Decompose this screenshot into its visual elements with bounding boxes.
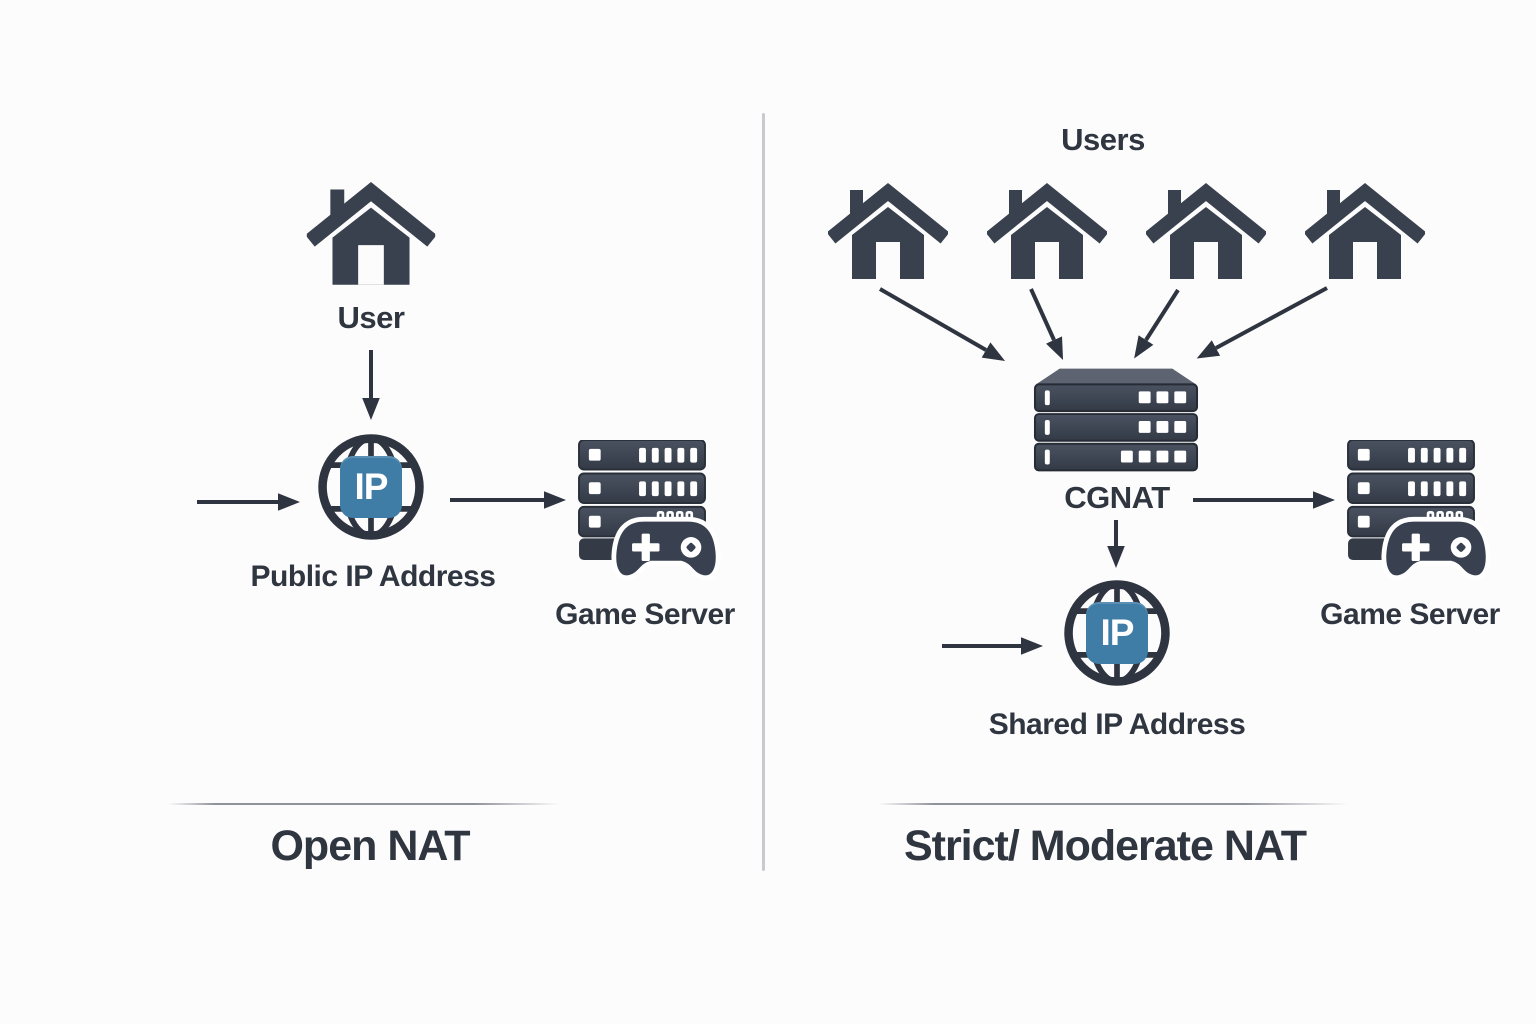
house-icon — [306, 182, 436, 289]
open-nat-title: Open NAT — [270, 822, 470, 870]
game-server-label-right: Game Server — [1320, 598, 1500, 631]
panel-divider — [762, 113, 765, 871]
house-icon — [987, 183, 1107, 283]
strict-moderate-nat-title: Strict/ Moderate NAT — [903, 822, 1307, 870]
cgnat-server-stack-icon — [1032, 366, 1200, 474]
game-server-label-left: Game Server — [555, 598, 735, 631]
ip-badge: IP — [1086, 602, 1148, 664]
left-section-rule — [168, 803, 560, 805]
ip-badge: IP — [340, 456, 402, 518]
public-ip-label: Public IP Address — [250, 560, 496, 593]
arrow-house2-to-cgnat — [1029, 288, 1064, 361]
ip-badge-text: IP — [1100, 612, 1135, 653]
users-header: Users — [1061, 122, 1145, 157]
right-section-rule — [878, 803, 1348, 805]
house-icon — [1146, 183, 1266, 283]
user-label: User — [337, 300, 405, 335]
shared-ip-label: Shared IP Address — [988, 708, 1246, 741]
arrow-house4-to-cgnat — [1196, 286, 1328, 359]
game-controller-icon — [1376, 504, 1496, 590]
house-icon — [828, 183, 948, 283]
cgnat-label: CGNAT — [1064, 480, 1170, 515]
arrow-house1-to-cgnat — [879, 287, 1006, 361]
ip-badge-text: IP — [354, 466, 389, 507]
house-icon — [1305, 183, 1425, 283]
game-controller-icon — [606, 504, 726, 590]
arrow-house3-to-cgnat — [1134, 288, 1180, 359]
